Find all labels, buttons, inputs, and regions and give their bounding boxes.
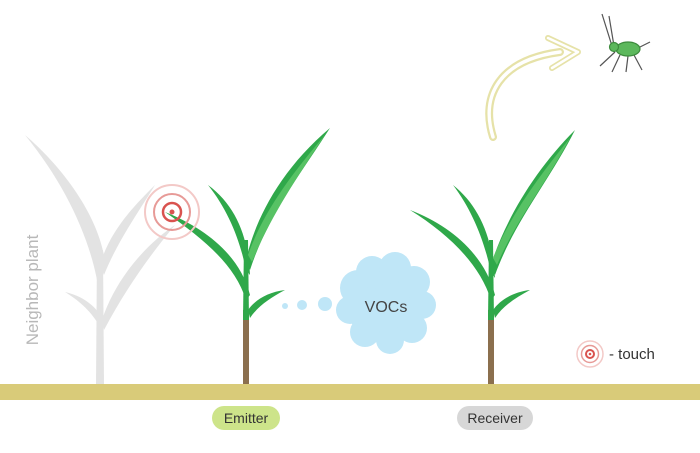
voc-dot-3 [318, 297, 332, 311]
ground [0, 384, 700, 400]
touch-indicator [144, 184, 200, 240]
neighbor-leaf-4 [65, 292, 102, 325]
receiver-plant [410, 130, 575, 386]
emitter-leaf-mid [208, 185, 250, 275]
touch-legend: - touch [576, 340, 655, 368]
emitter-label: Emitter [224, 410, 269, 426]
neighbor-plant [25, 135, 175, 385]
emitter-stem [243, 310, 249, 386]
neighbor-plant-label: Neighbor plant [23, 234, 42, 345]
voc-label: VOCs [365, 299, 408, 316]
curved-arrow-icon [485, 35, 581, 141]
voc-dots [282, 297, 332, 311]
touch-ring-inner [161, 201, 183, 223]
touch-ring-mid [153, 193, 191, 231]
receiver-badge: Receiver [457, 406, 533, 430]
voc-dot-1 [282, 303, 288, 309]
touch-ring-outer [144, 184, 200, 240]
touch-legend-label: - touch [609, 346, 655, 363]
touch-dot [169, 209, 175, 215]
touch-target-icon [576, 340, 604, 368]
receiver-label: Receiver [467, 410, 523, 426]
neighbor-leaf-1 [25, 135, 104, 300]
emitter-leaf-low [248, 290, 285, 318]
emitter-plant [165, 128, 330, 386]
emitter-leaf-tall [246, 128, 330, 270]
emitter-badge: Emitter [212, 406, 280, 430]
neighbor-leaf-2 [100, 185, 155, 275]
neighbor-leaf-3 [102, 225, 175, 330]
voc-dot-2 [297, 300, 307, 310]
receiver-stem [488, 310, 494, 386]
receiver-leaf-tall [491, 130, 575, 275]
voc-cloud-icon [336, 252, 436, 354]
receiver-leaf-low [493, 290, 530, 318]
aphid-insect-icon [599, 13, 651, 73]
receiver-leaf-mid [453, 185, 495, 278]
receiver-leaf-tall-hl [493, 138, 570, 265]
emitter-leaf-tall-hl [248, 135, 325, 262]
